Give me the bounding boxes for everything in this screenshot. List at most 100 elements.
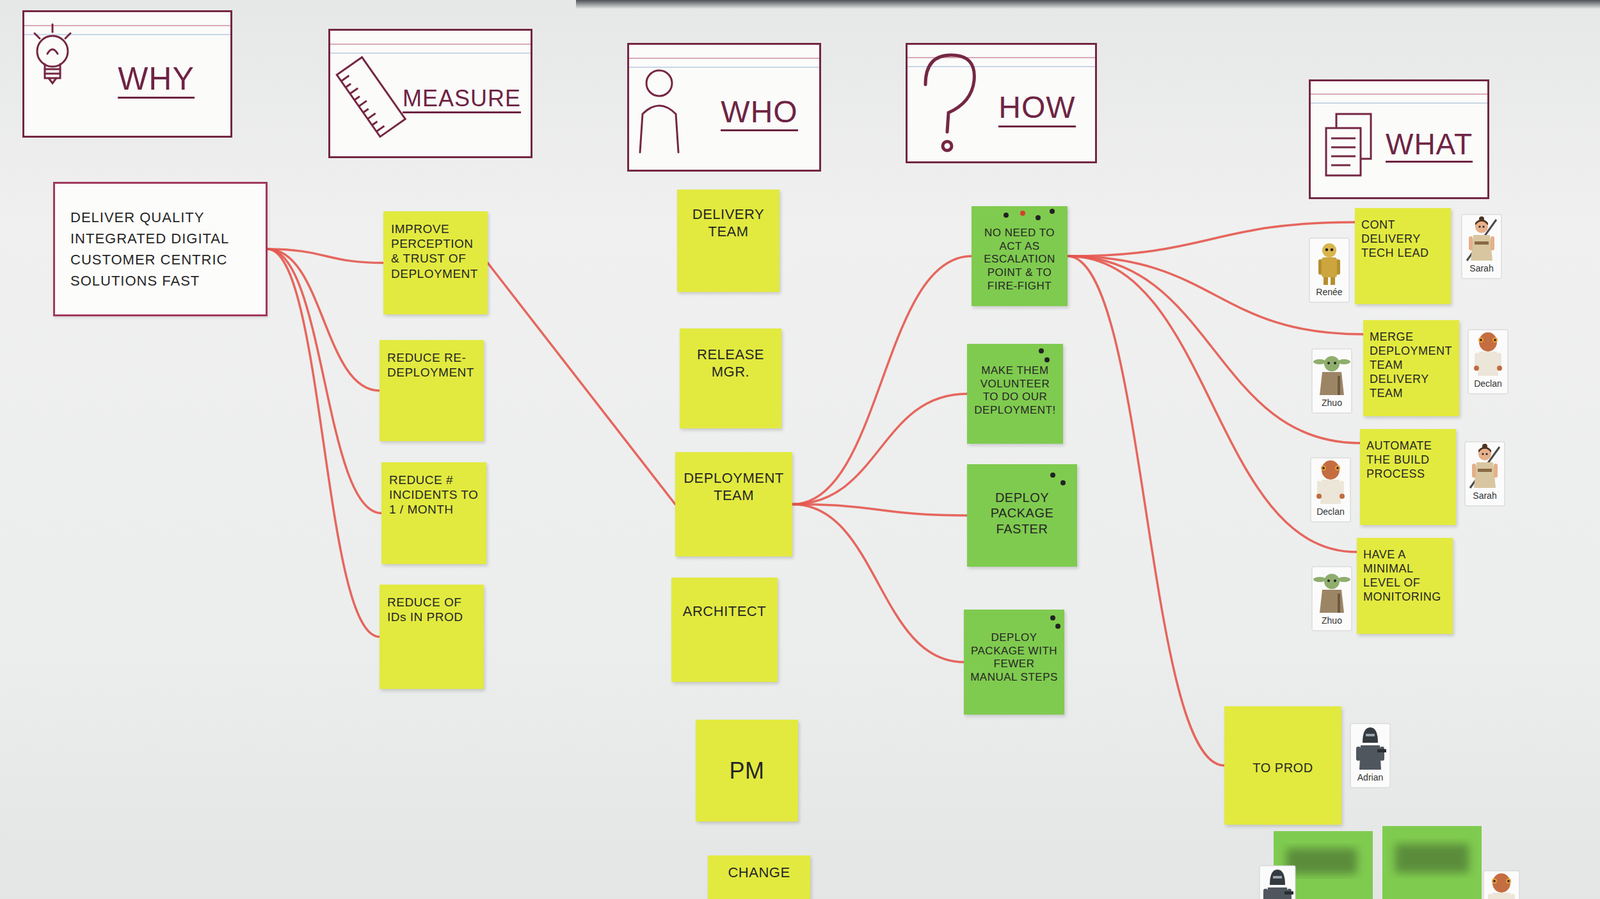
connector-line <box>792 393 968 505</box>
lightbulb-icon <box>34 33 40 39</box>
avatar-card <box>1487 872 1516 899</box>
card-rule-line <box>24 24 231 27</box>
avatar-name: Declan <box>1468 378 1508 389</box>
avatar-card <box>1466 216 1497 261</box>
sticky-note: DEPLOY PACKAGE WITH FEWER MANUAL STEPS <box>963 609 1065 715</box>
node-text: WHAT <box>1385 128 1473 163</box>
node-text: DEPLOY PACKAGE FASTER <box>973 489 1071 537</box>
sticky-note: RELEASE MGR. <box>679 328 782 429</box>
card-rule-line <box>629 57 820 59</box>
node-text: MERGE DEPLOYMENT TEAM DELIVERY TEAM <box>1369 330 1453 401</box>
column-header-card: WHO <box>627 42 822 172</box>
index-card <box>22 10 233 138</box>
card-rule-line <box>907 65 1096 68</box>
avatar-card <box>1313 355 1351 395</box>
avatar-card <box>1312 348 1352 413</box>
ruler-icon <box>354 96 360 100</box>
node-text: HOW <box>998 91 1076 127</box>
sticky-note: IMPROVE PERCEPTION & TRUST OF DEPLOYMENT <box>383 211 488 315</box>
vote-dot <box>1020 210 1026 216</box>
blurred-sticky-note <box>1395 843 1469 873</box>
vote-dot <box>1044 357 1050 363</box>
blurred-sticky-note <box>1273 825 1482 899</box>
question-mark-icon <box>925 55 975 151</box>
sticky-note: MAKE THEM VOLUNTEER TO DO OUR DEPLOYMENT… <box>967 343 1064 444</box>
connector-line <box>267 248 382 514</box>
node-text: MAKE THEM VOLUNTEER TO DO OUR DEPLOYMENT… <box>973 364 1057 418</box>
question-mark-icon <box>942 141 952 151</box>
index-card <box>328 28 533 159</box>
connector-line <box>267 248 380 637</box>
node-text: WHY <box>117 62 195 100</box>
sticky-note: ARCHITECT <box>671 577 778 682</box>
card-rule-line <box>629 66 820 68</box>
vote-dot <box>1049 208 1055 214</box>
vote-dot <box>1050 615 1056 621</box>
board-edge <box>576 0 1600 9</box>
column-header-card: WHY <box>22 10 233 138</box>
ruler-icon <box>341 75 349 82</box>
connector-line <box>267 248 380 391</box>
column-header-card: WHAT <box>1308 79 1490 200</box>
node-text: REDUCE # INCIDENTS TO 1 / MONTH <box>389 472 479 518</box>
node-text: REDUCE RE-DEPLOYMENT <box>387 350 477 380</box>
sticky-note: NO NEED TO ACT AS ESCALATION POINT & TO … <box>971 206 1068 306</box>
ruler-icon <box>363 108 369 113</box>
avatar-name: Renée <box>1309 286 1350 297</box>
ruler-icon <box>359 100 367 107</box>
avatar-name: Zhuo <box>1312 397 1352 408</box>
sticky-note: CHANGE <box>707 855 811 899</box>
vote-dot <box>1060 480 1066 486</box>
lightbulb-icon <box>48 78 57 84</box>
connector-line <box>1067 256 1357 552</box>
person-icon <box>646 70 672 96</box>
blurred-sticky-note <box>1286 848 1357 874</box>
ruler-icon <box>336 56 406 137</box>
column-header-card: HOW <box>905 42 1097 164</box>
node-text: IMPROVE PERCEPTION & TRUST OF DEPLOYMENT <box>391 221 480 281</box>
lightbulb-icon <box>51 24 54 32</box>
vote-dot <box>1003 212 1009 218</box>
document-icon <box>1326 113 1371 176</box>
node-text: CHANGE <box>715 864 803 882</box>
person-icon <box>640 105 679 153</box>
blurred-sticky-note <box>1382 825 1482 899</box>
question-mark-icon <box>925 55 975 132</box>
ruler-icon <box>345 83 351 88</box>
sticky-note: PM <box>695 719 799 822</box>
lightbulb-icon <box>44 72 61 75</box>
avatar-card <box>1350 723 1391 788</box>
connector-line <box>487 263 676 505</box>
document-icon <box>1326 128 1361 176</box>
vote-dot <box>1038 348 1044 354</box>
node-text: DELIVER QUALITY INTEGRATED DIGITAL CUSTO… <box>70 206 251 292</box>
person-icon <box>640 70 679 153</box>
avatar-card <box>1310 457 1351 522</box>
ruler-icon <box>376 126 384 132</box>
card-rule-line <box>24 33 231 36</box>
ruler-icon <box>336 56 406 137</box>
sticky-note: REDUCE RE-DEPLOYMENT <box>379 339 484 441</box>
sticky-note: MERGE DEPLOYMENT TEAM DELIVERY TEAM <box>1363 320 1460 416</box>
connector-line <box>792 256 972 505</box>
sticky-note: AUTOMATE THE BUILD PROCESS <box>1360 428 1456 525</box>
lightbulb-icon <box>37 35 68 67</box>
lightbulb-icon <box>65 33 71 39</box>
lightbulb-icon <box>34 24 71 84</box>
card-rule-line <box>1310 102 1488 104</box>
avatar-card <box>1468 329 1508 394</box>
avatar-card <box>1470 443 1500 488</box>
avatar-card <box>1318 243 1341 285</box>
ruler-icon <box>367 113 376 120</box>
node-text: DEPLOYMENT TEAM <box>681 469 786 505</box>
node-text: DELIVERY TEAM <box>684 206 772 241</box>
node-text: CONT DELIVERY TECH LEAD <box>1361 218 1445 261</box>
avatar-card <box>1313 573 1351 613</box>
connector-line <box>1067 256 1225 766</box>
avatar-card <box>1461 214 1502 279</box>
document-icon <box>1331 164 1351 167</box>
vote-dot <box>1055 623 1061 629</box>
connector-line <box>267 248 384 264</box>
lightbulb-icon <box>44 64 61 79</box>
